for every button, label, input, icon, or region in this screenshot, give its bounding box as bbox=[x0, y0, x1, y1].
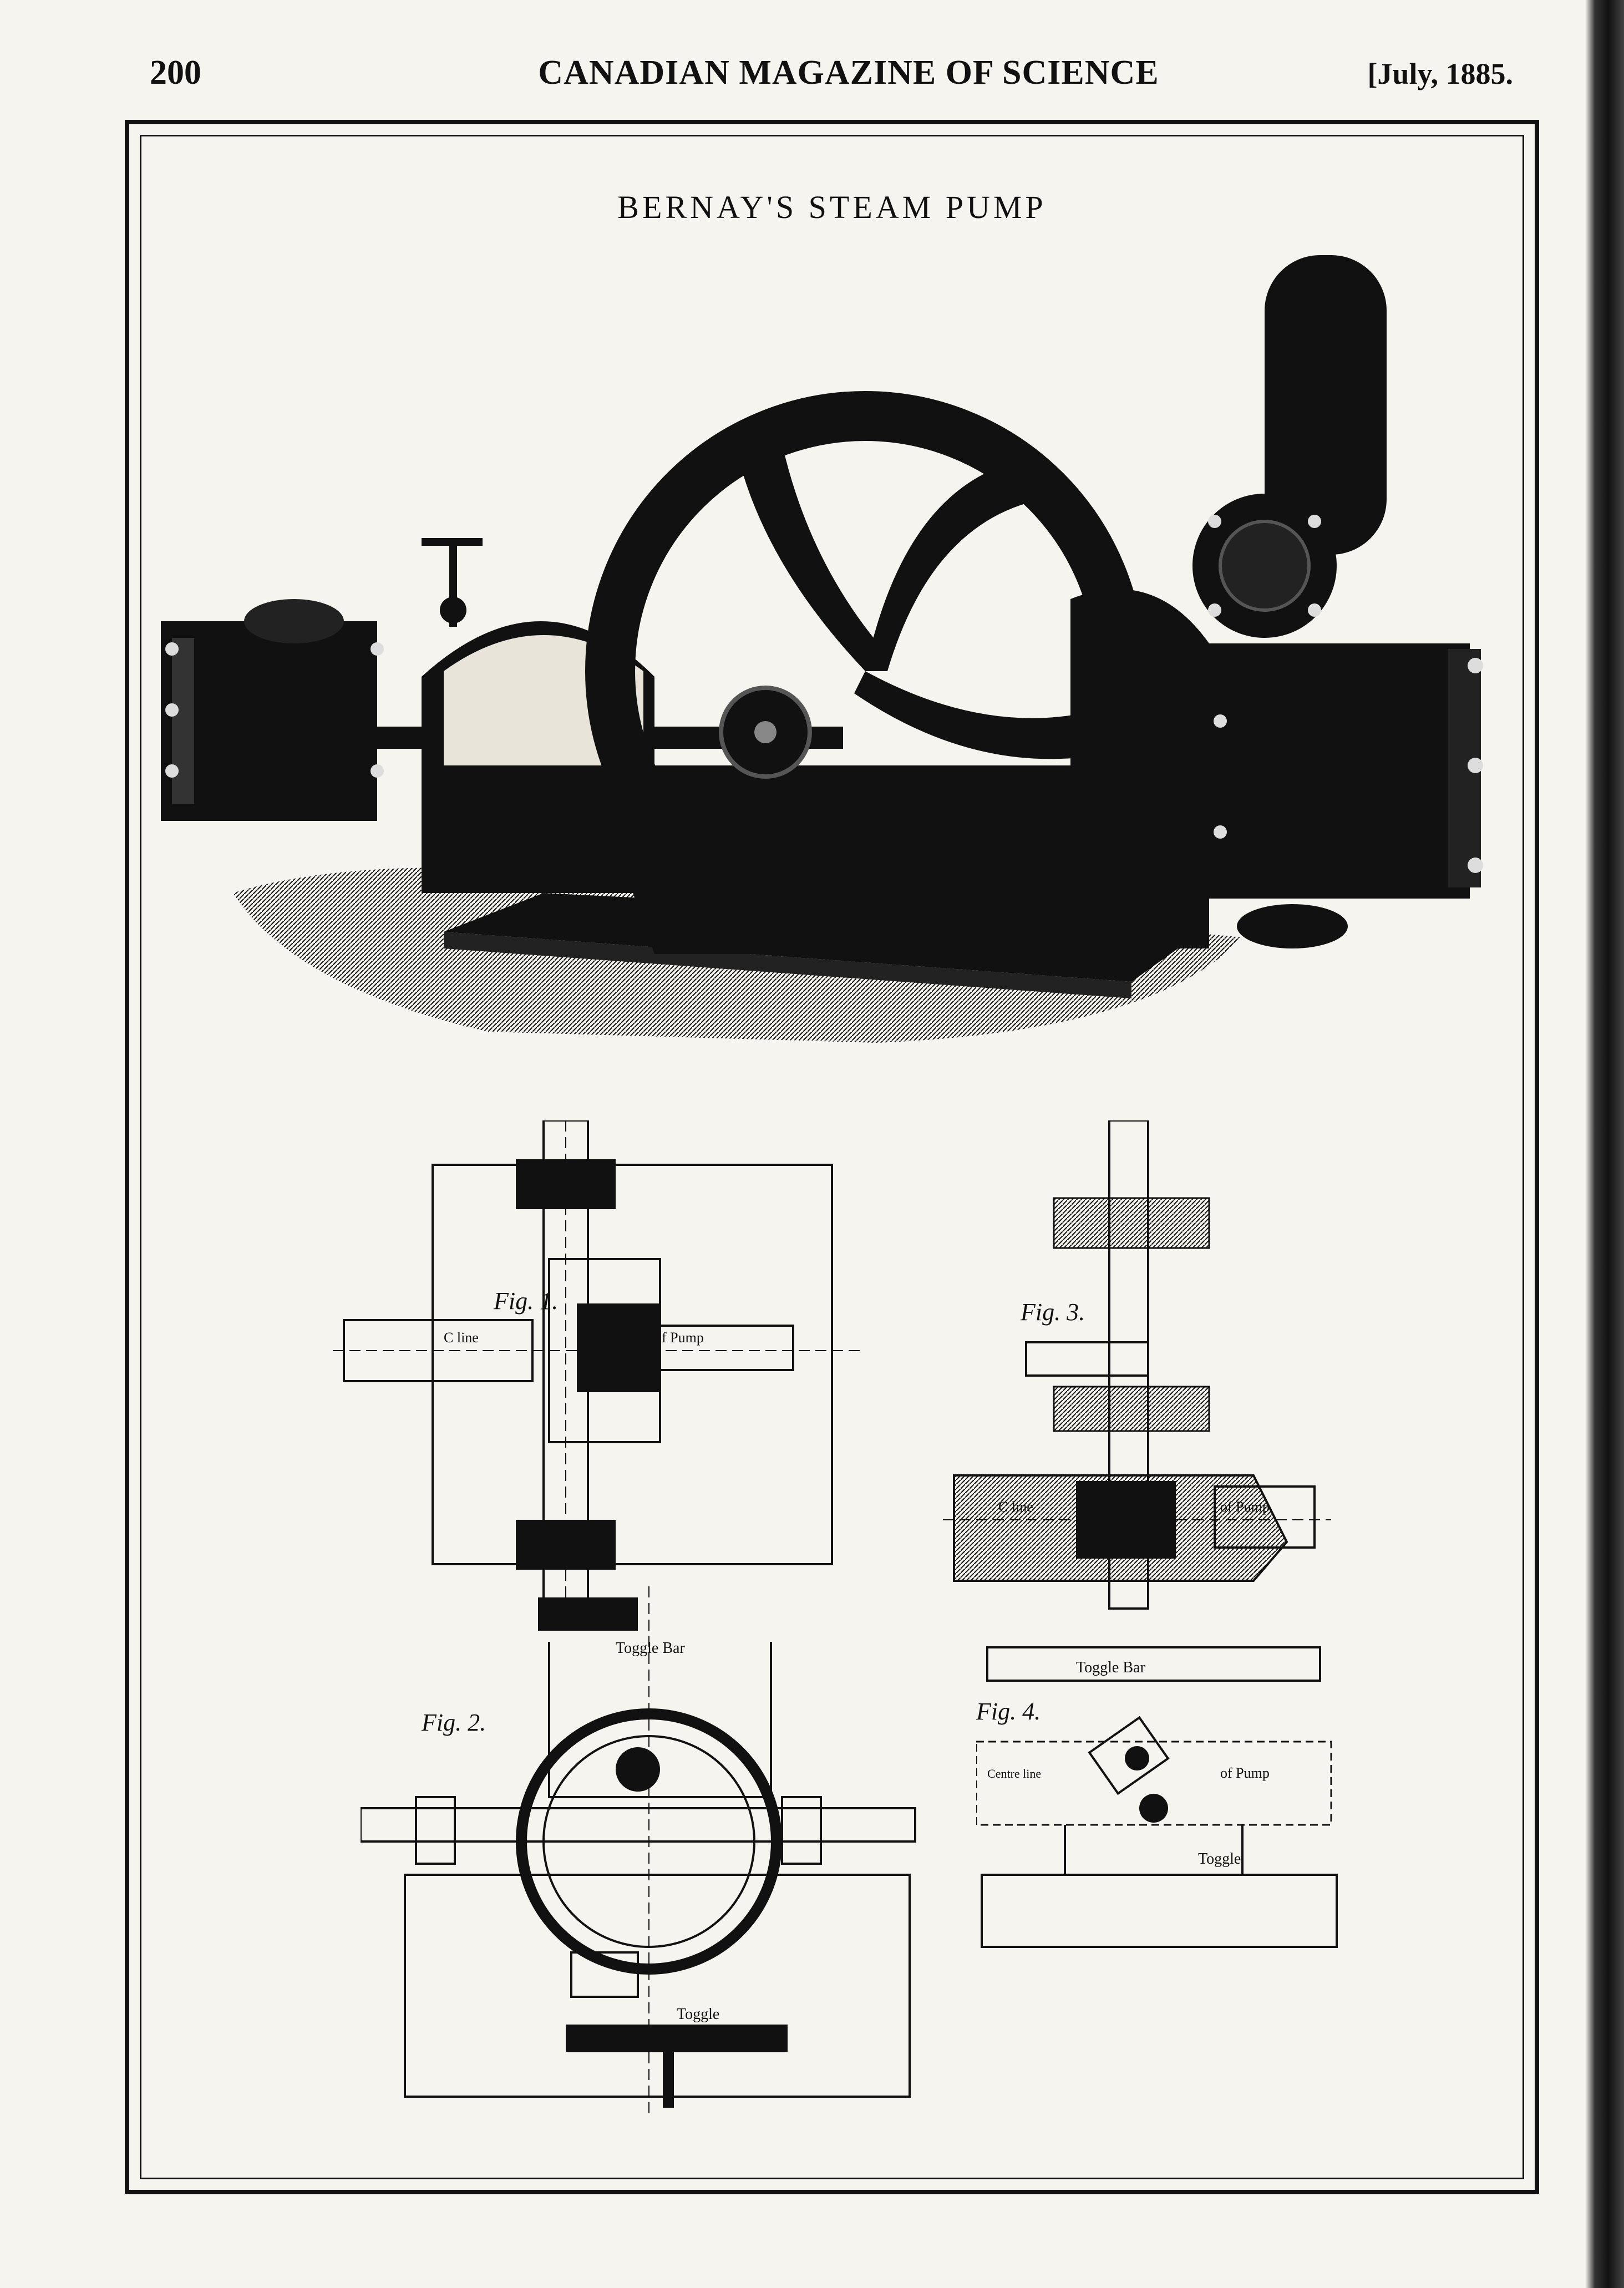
fig1-c-line: C line bbox=[444, 1330, 479, 1346]
steam-pump-engraving bbox=[155, 211, 1503, 1098]
fig1-label: Fig. 1. bbox=[493, 1287, 558, 1315]
issue-date: [July, 1885. bbox=[1367, 57, 1513, 90]
fig2-toggle: Toggle bbox=[677, 2006, 719, 2023]
page-header: 200 CANADIAN MAGAZINE OF SCIENCE [July, … bbox=[0, 53, 1624, 103]
fig4-of-pump: of Pump bbox=[1220, 1765, 1270, 1781]
fig1-of-pump: of Pump bbox=[654, 1330, 704, 1346]
fig4-label: Fig. 4. bbox=[976, 1698, 1041, 1725]
figure-1-diagram: Fig. 1. C line of Pump bbox=[333, 1120, 860, 1609]
fig3-c-line: C line bbox=[998, 1499, 1033, 1515]
figure-3-diagram: Fig. 3. C line of Pump bbox=[943, 1120, 1331, 1620]
figure-4-diagram: Toggle Bar Fig. 4. Centre line of Pump T… bbox=[976, 1642, 1342, 1952]
page-binding-edge bbox=[1585, 0, 1624, 2288]
plate-inner-frame bbox=[140, 135, 1524, 2179]
plate-title: BERNAY'S STEAM PUMP bbox=[617, 189, 1047, 225]
fig4-toggle: Toggle bbox=[1198, 1850, 1241, 1868]
fig2-label: Fig. 2. bbox=[421, 1709, 486, 1736]
running-head: CANADIAN MAGAZINE OF SCIENCE bbox=[538, 54, 1159, 92]
figure-2-diagram: Toggle Bar Fig. 2. Toggle bbox=[361, 1586, 943, 2113]
fig4-toggle-bar: Toggle Bar bbox=[1076, 1659, 1145, 1676]
fig3-of-pump: of Pump bbox=[1220, 1499, 1270, 1515]
plate-outer-frame bbox=[125, 120, 1539, 2194]
page-number: 200 bbox=[150, 54, 201, 92]
fig2-toggle-bar: Toggle Bar bbox=[616, 1640, 685, 1657]
fig3-label: Fig. 3. bbox=[1020, 1298, 1085, 1326]
fig4-centre-line: Centre line bbox=[987, 1767, 1041, 1780]
